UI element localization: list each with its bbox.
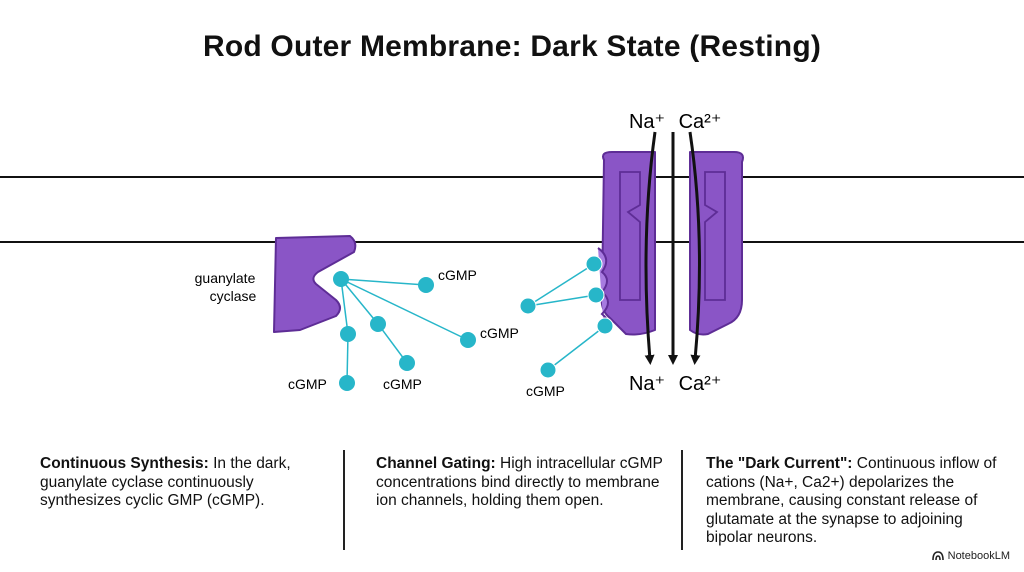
bound-cgmp-molecules <box>519 255 614 379</box>
column-heading: Channel Gating: <box>376 455 496 472</box>
column-dark-current: The "Dark Current": Continuous inflow of… <box>706 455 1006 548</box>
cgmp-molecule <box>596 317 614 335</box>
cgmp-label: cGMP <box>480 325 519 341</box>
ion-label-bottom-na: Na⁺ <box>629 373 665 395</box>
cgmp-label: cGMP <box>438 267 477 283</box>
notebooklm-logo-icon <box>931 551 944 561</box>
cgmp-label: cGMP <box>383 376 422 392</box>
cgmp-strands <box>340 278 469 384</box>
cgmp-molecule <box>587 286 605 304</box>
enzyme-label-line1: guanylate <box>195 270 256 286</box>
cgmp-molecule <box>339 375 355 391</box>
cgmp-label: cGMP <box>526 383 565 399</box>
cgmp-molecule <box>585 255 603 273</box>
column-channel-gating: Channel Gating: High intracellular cGMP … <box>376 455 666 511</box>
ion-flow-arrows <box>644 131 701 365</box>
cgmp-molecule <box>418 277 434 293</box>
column-divider <box>343 450 345 550</box>
cgmp-molecules <box>333 271 476 391</box>
ion-label-top-na: Na⁺ <box>629 111 665 133</box>
cgmp-molecule <box>399 355 415 371</box>
cgmp-label: cGMP <box>288 376 327 392</box>
cgmp-molecule <box>340 326 356 342</box>
column-heading: Continuous Synthesis: <box>40 455 209 472</box>
brand-label: NotebookLM <box>947 550 1010 562</box>
column-text: Continuous inflow of cations (Na+, Ca2+)… <box>706 455 997 546</box>
ion-label-top-ca: Ca²⁺ <box>679 111 722 133</box>
column-text: In the dark, guanylate cyclase continuou… <box>40 455 291 509</box>
cgmp-molecule <box>519 297 537 315</box>
page-title: Rod Outer Membrane: Dark State (Resting) <box>202 30 822 63</box>
column-heading: The "Dark Current": <box>706 455 853 472</box>
enzyme-label-line2: cyclase <box>210 288 257 304</box>
column-divider <box>681 450 683 550</box>
cgmp-molecule <box>460 332 476 348</box>
membrane-diagram: guanylate cyclase <box>0 111 1024 399</box>
guanylate-cyclase-shape <box>273 235 357 333</box>
column-continuous-synthesis: Continuous Synthesis: In the dark, guany… <box>40 455 330 511</box>
notebooklm-brand: NotebookLM <box>931 550 1010 562</box>
cgmp-molecule <box>539 361 557 379</box>
ion-channel <box>597 151 744 336</box>
column-text: High intracellular cGMP concentrations b… <box>376 455 663 509</box>
bound-cgmp-strands <box>527 263 606 371</box>
cgmp-molecule <box>333 271 349 287</box>
cgmp-molecule <box>370 316 386 332</box>
ion-label-bottom-ca: Ca²⁺ <box>679 373 722 395</box>
